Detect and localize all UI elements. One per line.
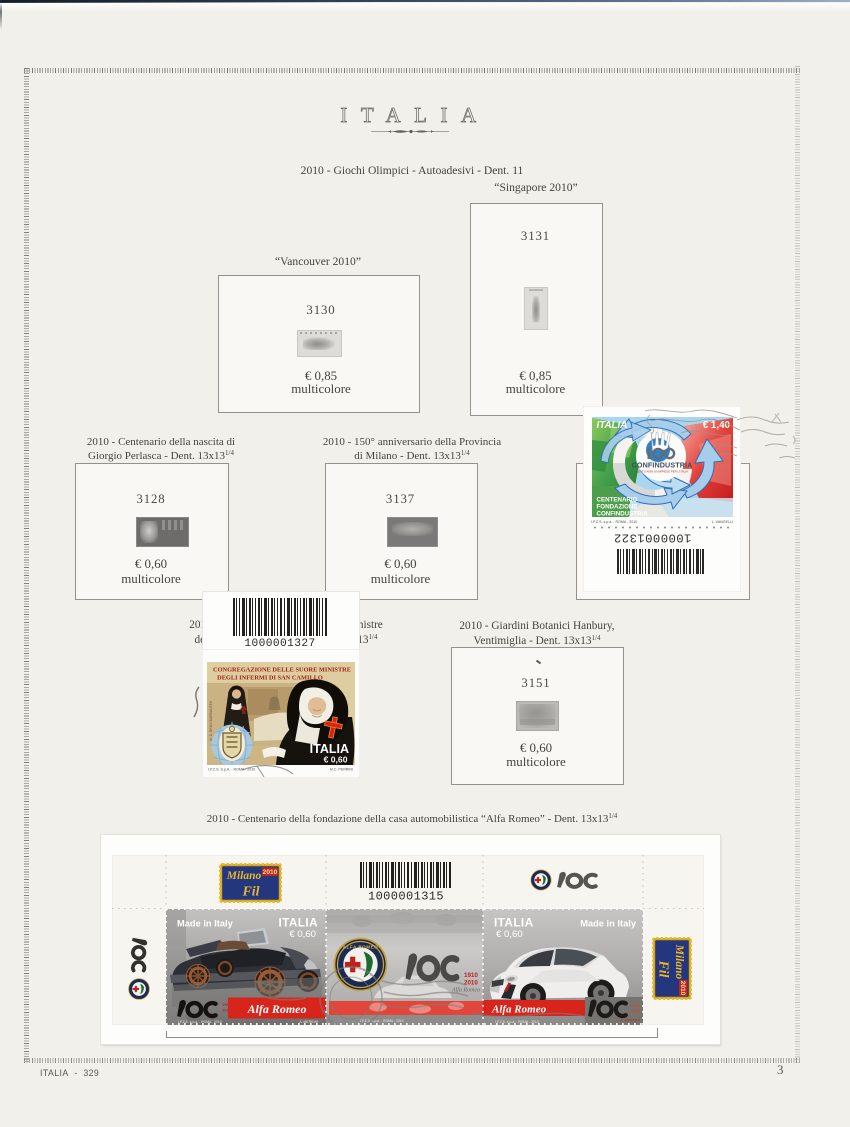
svg-text:CONFINDUSTRIA: CONFINDUSTRIA: [597, 511, 649, 518]
svg-text:M. D. BRUN BARBANTINI: M. D. BRUN BARBANTINI: [209, 701, 213, 741]
svg-text:CENTO ANNI DI IMPRESE PER L'I: CENTO ANNI DI IMPRESE PER L'ITALIA: [636, 470, 688, 474]
svg-text:Made in Italy: Made in Italy: [580, 919, 637, 929]
svg-text:I.P.Z.S. s.p.a. - ROMA - 2010: I.P.Z.S. s.p.a. - ROMA - 2010: [178, 1020, 222, 1024]
svg-text:CENTENARIO: CENTENARIO: [597, 497, 638, 504]
svg-text:Alfa Romeo: Alfa Romeo: [491, 1004, 547, 1016]
svg-text:I.P.Z.S. S.p.A. - ROMA -: I.P.Z.S. S.p.A. - ROMA - 2010: [208, 768, 255, 772]
svg-text:FONDAZIONE: FONDAZIONE: [597, 504, 638, 511]
svg-text:1910: 1910: [631, 1003, 641, 1008]
svg-text:€ 0,60: € 0,60: [289, 929, 316, 940]
svg-text:ITALIA: ITALIA: [310, 742, 349, 756]
svg-text:2010: 2010: [464, 980, 478, 987]
svg-text:€ 0,60: € 0,60: [496, 929, 523, 940]
svg-text:A. MERIGHI: A. MERIGHI: [620, 1019, 640, 1023]
svg-text:1000001315: 1000001315: [368, 890, 444, 904]
svg-text:Alfa Romeo: Alfa Romeo: [451, 987, 480, 994]
svg-text:CONGREGAZIONE DELLE SUORE MINI: CONGREGAZIONE DELLE SUORE MINISTRE: [213, 667, 351, 674]
svg-text:1910: 1910: [222, 1002, 232, 1007]
svg-text:L. VANGELLI: L. VANGELLI: [712, 520, 733, 524]
svg-text:I.P.Z.S. s.p.a. - ROMA - 2010: I.P.Z.S. s.p.a. - ROMA - 2010: [495, 1020, 539, 1024]
svg-text:ALFA ROMEO: ALFA ROMEO: [343, 945, 378, 950]
svg-text:ITALIA: ITALIA: [278, 916, 318, 930]
svg-text:2010: 2010: [222, 1008, 232, 1013]
svg-text:I.P.Z.S. s.p.a. - ROMA -: I.P.Z.S. s.p.a. - ROMA - 2010: [591, 520, 637, 524]
svg-text:I.P.Z.S. s.p.a. - ROMA - 2010: I.P.Z.S. s.p.a. - ROMA - 2010: [360, 1019, 404, 1023]
svg-text:Made in Italy: Made in Italy: [177, 919, 234, 929]
svg-text:ITALIA: ITALIA: [597, 420, 628, 431]
svg-text:DEGLI INFERMI DI SAN CAMILLO: DEGLI INFERMI DI SAN CAMILLO: [217, 675, 323, 682]
svg-text:M.C. PERRINI: M.C. PERRINI: [330, 768, 353, 772]
svg-text:CONFINDUSTRIA: CONFINDUSTRIA: [632, 461, 693, 470]
svg-text:1000001322: 1000001322: [614, 531, 692, 545]
svg-text:1910: 1910: [464, 972, 478, 979]
svg-text:€ 0,60: € 0,60: [324, 755, 348, 765]
svg-text:1000001327: 1000001327: [244, 638, 315, 648]
svg-text:A. MERIGHI: A. MERIGHI: [299, 1020, 318, 1024]
svg-text:2010: 2010: [631, 1009, 641, 1014]
svg-text:Alfa Romeo: Alfa Romeo: [247, 1002, 307, 1016]
svg-text:€ 1,40: € 1,40: [703, 420, 731, 431]
svg-text:ITALIA: ITALIA: [494, 916, 534, 930]
